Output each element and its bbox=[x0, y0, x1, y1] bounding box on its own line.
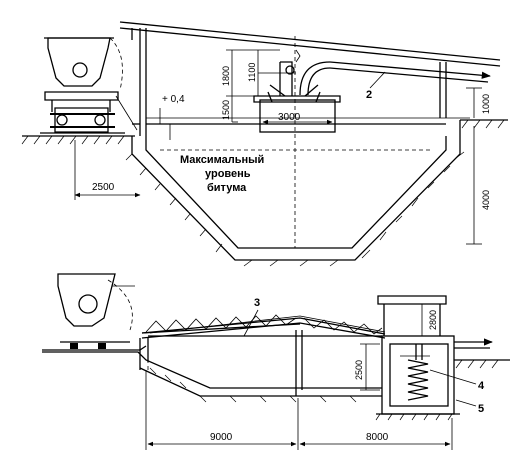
dim-3000: 3000 bbox=[278, 112, 301, 123]
callout-5: 5 bbox=[478, 403, 484, 415]
dim-1500: 1500 bbox=[221, 100, 231, 120]
note-line-3: битума bbox=[207, 182, 247, 194]
elevation-mark: + 0,4 bbox=[162, 94, 185, 105]
roof-structure bbox=[119, 21, 501, 136]
top-section: 1800 1100 1500 3000 1000 4000 2500 + 0,4… bbox=[21, 21, 508, 267]
callout-3: 3 bbox=[254, 297, 260, 309]
truss-cover bbox=[141, 314, 386, 339]
dim-1000: 1000 bbox=[481, 94, 491, 114]
callout-4: 4 bbox=[478, 380, 485, 392]
top-dimensions bbox=[74, 49, 482, 245]
dim-1800: 1800 bbox=[221, 66, 231, 86]
bitumen-pit bbox=[125, 36, 508, 267]
rails-lower bbox=[42, 341, 147, 351]
lower-trench bbox=[42, 330, 382, 403]
dim-2800: 2800 bbox=[428, 310, 438, 330]
bottom-dimensions bbox=[145, 304, 453, 450]
dim-8000: 8000 bbox=[366, 432, 389, 443]
dim-2500-top: 2500 bbox=[92, 182, 115, 193]
note-line-1: Максимальный bbox=[180, 154, 264, 166]
dim-2500-bottom: 2500 bbox=[354, 360, 364, 380]
heater-unit bbox=[253, 49, 341, 133]
rail-tank-car bbox=[40, 37, 138, 134]
outlet-pipe bbox=[299, 61, 491, 96]
dim-1100: 1100 bbox=[247, 63, 257, 82]
bottom-labels: 9000 8000 2500 2800 3 4 5 bbox=[147, 297, 485, 443]
max-level-note: Максимальный уровень битума bbox=[180, 154, 264, 194]
bottom-section: 9000 8000 2500 2800 3 4 5 bbox=[42, 273, 510, 450]
ground-left bbox=[21, 135, 135, 145]
top-dimension-labels: 1800 1100 1500 3000 1000 4000 2500 + 0,4… bbox=[92, 63, 491, 210]
pump-chamber bbox=[375, 295, 510, 421]
rail-tank-car-lower bbox=[57, 273, 135, 331]
note-line-2: уровень bbox=[205, 168, 251, 180]
callout-2: 2 bbox=[366, 89, 372, 101]
dim-9000: 9000 bbox=[210, 432, 233, 443]
dim-4000: 4000 bbox=[481, 190, 491, 210]
